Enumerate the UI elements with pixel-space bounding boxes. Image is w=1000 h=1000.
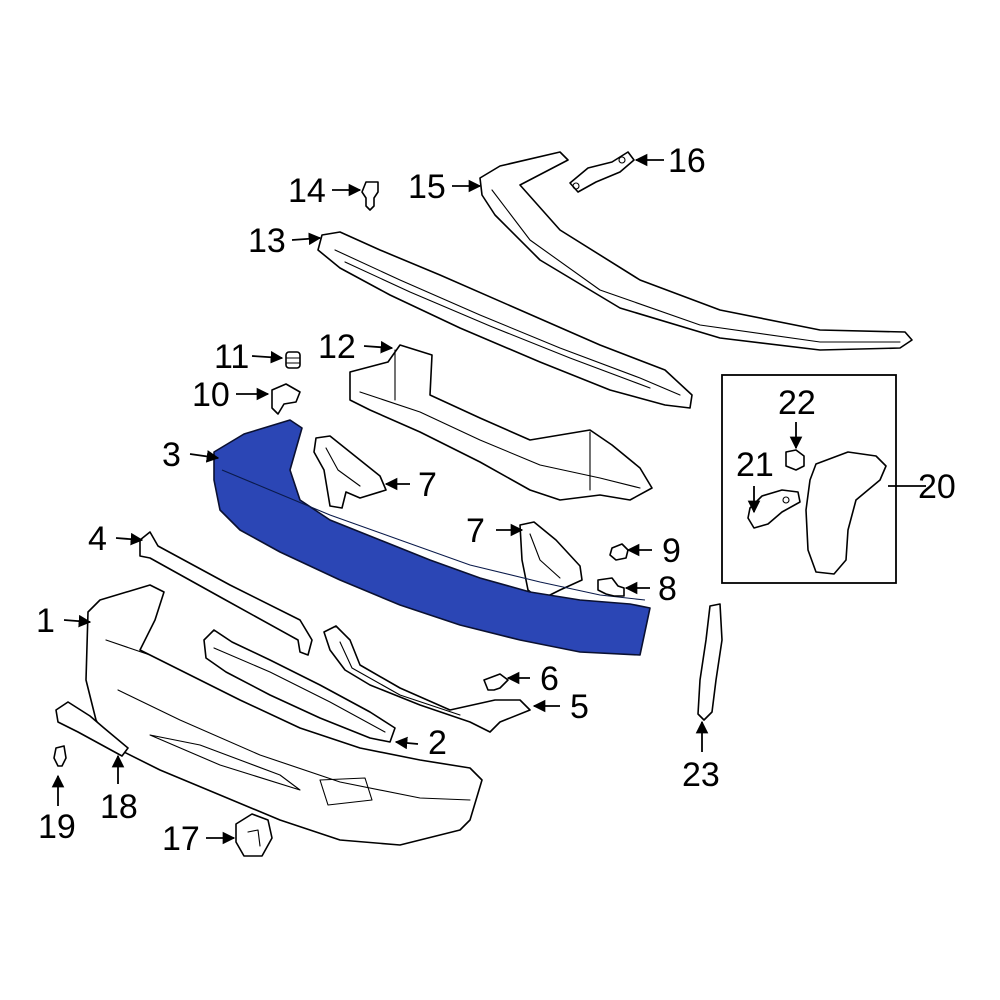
callout-15: 15 bbox=[408, 168, 446, 206]
part-17-cap[interactable] bbox=[235, 813, 273, 857]
callout-16: 16 bbox=[668, 142, 706, 180]
callout-1: 1 bbox=[36, 602, 55, 640]
leader-lines bbox=[51, 153, 926, 845]
part-23-strip[interactable] bbox=[697, 603, 723, 721]
part-18-bracket[interactable] bbox=[55, 701, 129, 757]
part-16-bracket[interactable] bbox=[569, 151, 635, 193]
part-9-bolt[interactable] bbox=[609, 543, 629, 561]
part-5-side-bracket[interactable] bbox=[323, 625, 531, 733]
part-4-rod[interactable] bbox=[139, 531, 313, 656]
part-1-lower-valance[interactable] bbox=[85, 584, 483, 846]
part-8-bolt[interactable] bbox=[597, 577, 625, 597]
part-7-bracket-left[interactable] bbox=[313, 435, 387, 509]
callout-13: 13 bbox=[248, 222, 286, 260]
callout-12: 12 bbox=[318, 328, 356, 366]
part-6-clip[interactable] bbox=[483, 673, 509, 691]
callout-11: 11 bbox=[214, 338, 249, 376]
callout-7a: 7 bbox=[418, 466, 437, 504]
part-7-bracket-right[interactable] bbox=[519, 521, 583, 601]
callout-9: 9 bbox=[662, 532, 681, 570]
part-20-extension[interactable] bbox=[805, 451, 887, 575]
part-3-bumper-cover[interactable] bbox=[213, 419, 651, 656]
callout-5: 5 bbox=[570, 688, 589, 726]
part-10-stud[interactable] bbox=[271, 383, 301, 415]
callout-19: 19 bbox=[38, 808, 76, 846]
callout-3: 3 bbox=[162, 436, 181, 474]
part-13-absorber[interactable] bbox=[317, 231, 693, 409]
callout-14: 14 bbox=[288, 172, 326, 210]
callout-10: 10 bbox=[192, 376, 230, 414]
part-15-upper-bar[interactable] bbox=[479, 151, 913, 351]
callout-labels: 1 2 3 4 5 6 7 7 8 9 10 11 12 13 14 15 16… bbox=[36, 142, 956, 858]
callout-22: 22 bbox=[778, 384, 816, 422]
callout-20: 20 bbox=[918, 468, 956, 506]
callout-6: 6 bbox=[540, 660, 559, 698]
part-12-reinforcement[interactable] bbox=[349, 344, 653, 501]
callout-4: 4 bbox=[88, 520, 107, 558]
inset-box bbox=[721, 374, 897, 584]
part-22-screw[interactable] bbox=[785, 449, 805, 471]
callout-17: 17 bbox=[162, 820, 200, 858]
callout-8: 8 bbox=[658, 570, 677, 608]
callout-23: 23 bbox=[682, 756, 720, 794]
part-21-bracket[interactable] bbox=[747, 489, 801, 529]
callout-7b: 7 bbox=[466, 512, 485, 550]
part-14-clip[interactable] bbox=[361, 181, 379, 211]
callout-2: 2 bbox=[428, 724, 447, 762]
part-19-clip[interactable] bbox=[53, 745, 67, 767]
callout-21: 21 bbox=[736, 446, 774, 484]
part-11-nut[interactable] bbox=[285, 351, 301, 369]
part-2-lower-absorber[interactable] bbox=[203, 629, 396, 743]
callout-18: 18 bbox=[100, 788, 138, 826]
